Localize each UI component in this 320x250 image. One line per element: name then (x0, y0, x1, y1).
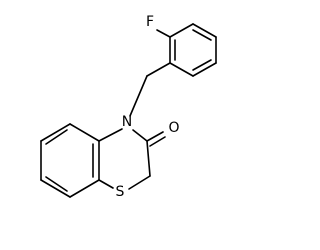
bond (69, 123, 100, 142)
bond (69, 179, 100, 198)
aromatic-inner-bond (45, 129, 68, 145)
thiazinone-ring (98, 128, 151, 190)
aromatic-inner-bond (192, 29, 212, 41)
fluorine-atom-label: F (146, 14, 154, 30)
bond (40, 179, 71, 198)
ch2-n-bond (129, 75, 148, 117)
bond (40, 123, 71, 142)
c-f-bond (156, 29, 171, 38)
n-carbonyl-bond (132, 129, 148, 142)
bond (169, 62, 194, 77)
aryl-n-bond (98, 128, 123, 142)
bond (192, 62, 217, 77)
sulfur-atom-label: S (116, 184, 125, 200)
bond (149, 136, 166, 147)
s-aryl-bond (98, 179, 114, 189)
carbonyl-ch2-bond (146, 140, 151, 177)
bond (192, 23, 217, 38)
aromatic-inner-bond (45, 176, 68, 192)
fluorobenzyl-ring (169, 23, 217, 77)
bond (169, 23, 194, 38)
chemical-structure: F N O S (40, 14, 217, 200)
oxygen-atom-label: O (168, 120, 179, 136)
ch2-s-bond (128, 175, 151, 190)
bond (146, 131, 164, 142)
nitrogen-atom-label: N (122, 114, 132, 130)
fused-benzene-ring (40, 123, 100, 198)
aromatic-inner-bond (192, 59, 212, 71)
carbonyl-double-bond (146, 131, 166, 147)
benzyl-ch2-bond (146, 62, 171, 77)
